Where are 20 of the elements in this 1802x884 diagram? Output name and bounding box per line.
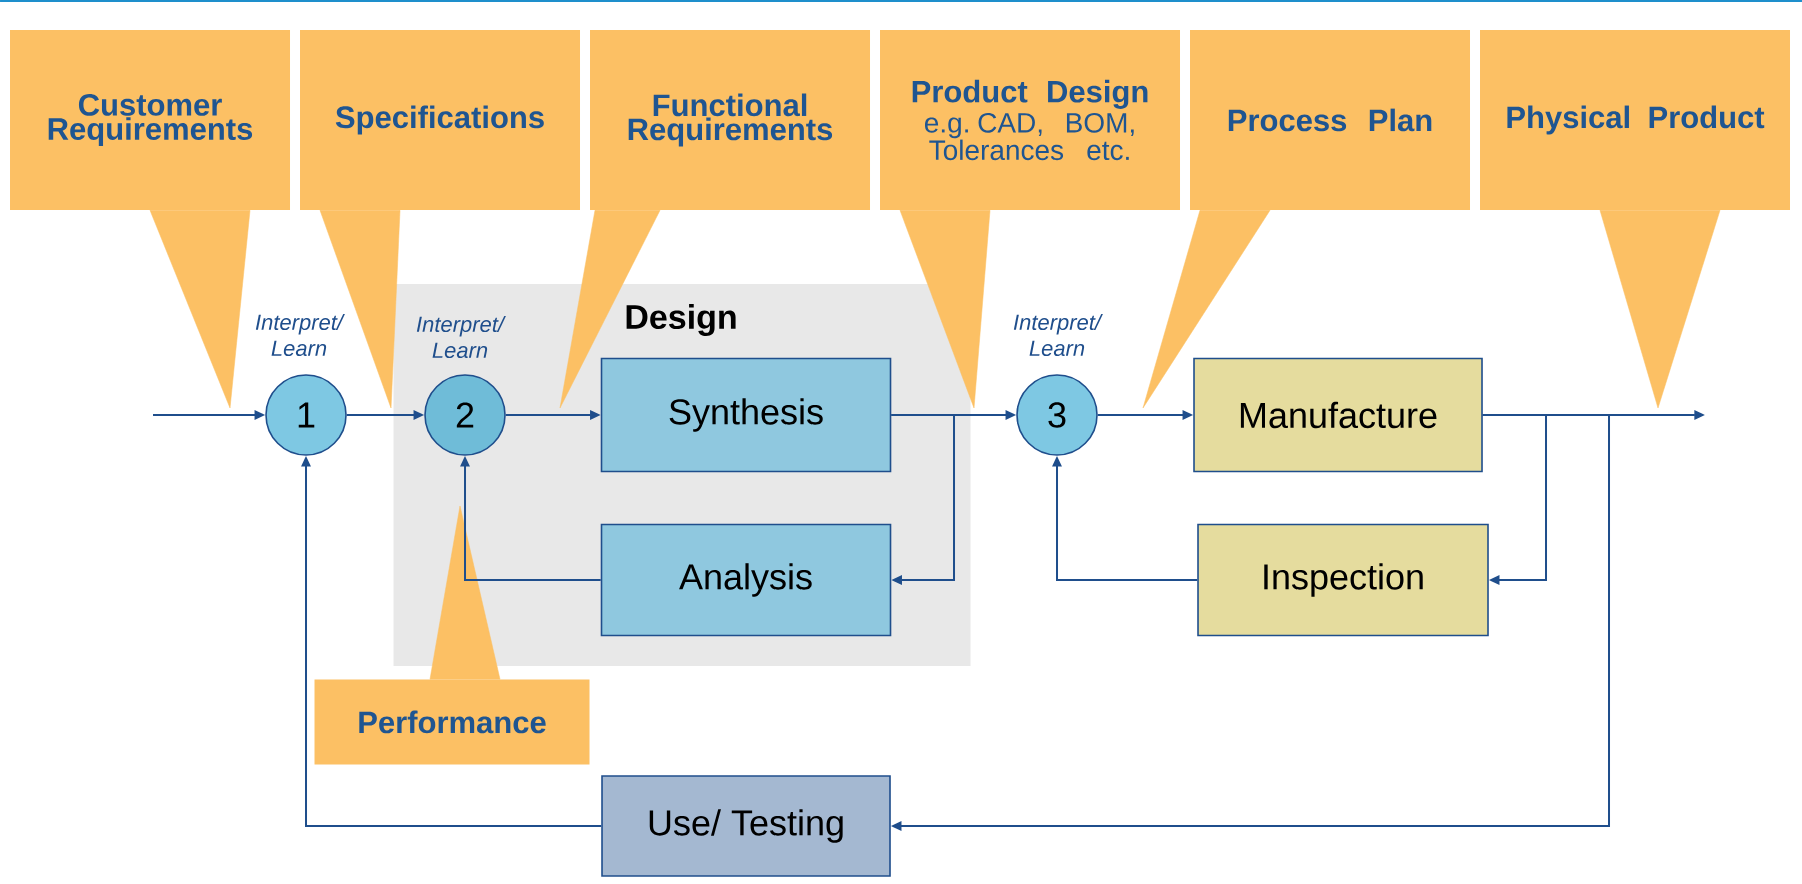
callout-pointer [1142,210,1271,409]
interpret-label: Interpret/ Learn [255,313,345,357]
callout-box: Process Plan [1190,30,1470,210]
process-box: Analysis [600,523,892,637]
callout-pointer [1599,210,1721,409]
callout-pointer [429,505,501,680]
callout-pointer [559,210,661,409]
callout-pointer [899,210,991,409]
interpret-label: Interpret/ Learn [416,315,506,359]
process-box: Use/ Testing [601,775,891,877]
process-box: Synthesis [600,357,892,473]
interpret-label: Interpret/ Learn [1013,313,1103,357]
process-box: Inspection [1197,523,1489,637]
callout-pointer [319,210,401,409]
callout-box: Specifications [300,30,580,210]
arrow [890,414,955,585]
process-box: Manufacture [1193,357,1483,473]
callout-pointer [149,210,251,409]
callout-box: Performance [314,679,590,765]
callout-box: Functional Requirements [590,30,870,210]
